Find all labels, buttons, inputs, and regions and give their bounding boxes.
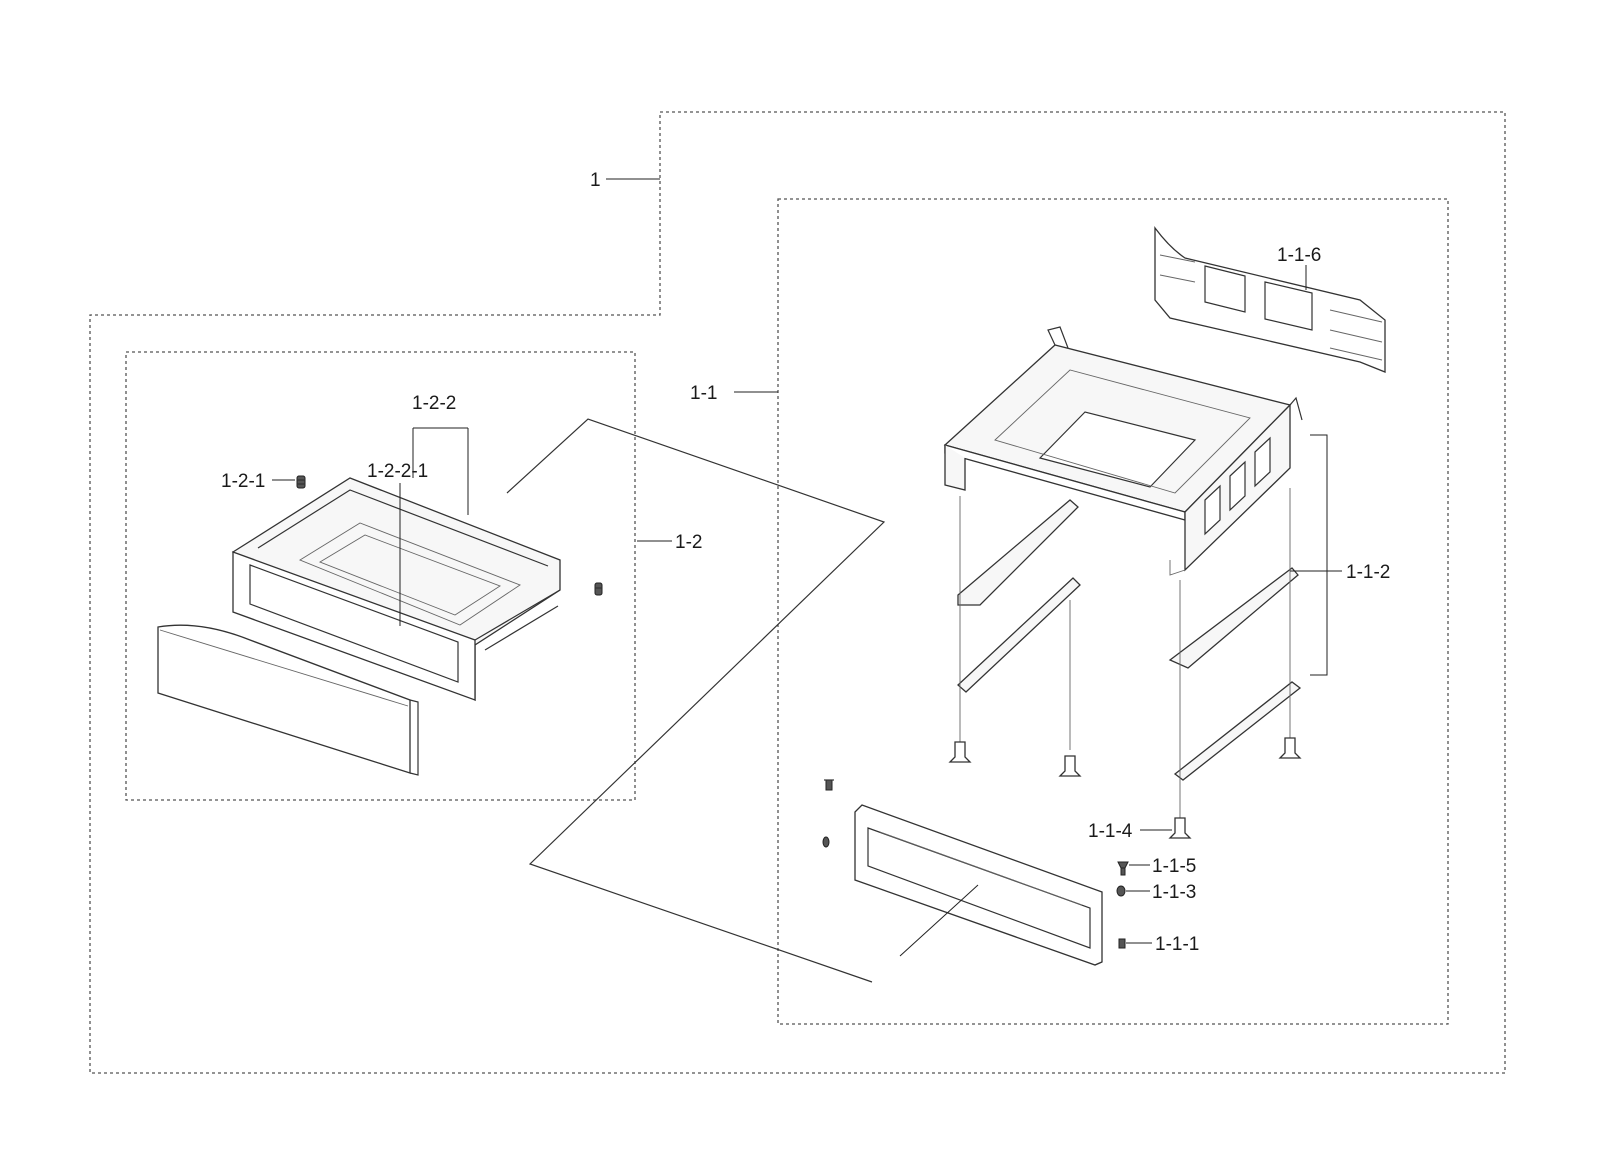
drawer-front-panel-top	[159, 629, 409, 707]
leg-1	[948, 741, 972, 763]
drawer-body-floor	[299, 522, 521, 626]
small-hardware	[822, 779, 1129, 949]
rails-1-1-2	[957, 488, 1302, 820]
callout-1-2: 1-2	[675, 532, 702, 553]
left-rail-bracket	[957, 499, 1079, 606]
assembly-1-2-boundary	[125, 351, 636, 801]
clip-1-1-3	[1116, 885, 1126, 897]
oven-body-frame	[943, 326, 1303, 576]
callout-1-1-2: 1-1-2	[1346, 562, 1390, 583]
callout-1-1-4: 1-1-4	[1088, 821, 1133, 842]
frame-right-openings	[1204, 436, 1271, 536]
screw-1-1-5	[1117, 861, 1129, 876]
leader-1-2-2	[412, 427, 469, 515]
rear-panel-1-1-6	[1154, 226, 1386, 373]
frame-front-edge	[1169, 560, 1186, 576]
screw-1-2-1	[296, 475, 306, 489]
frame-top-inner	[994, 369, 1251, 494]
rear-panel-vent-left	[1204, 265, 1246, 313]
callout-1-2-2: 1-2-2	[412, 393, 456, 414]
leg-3	[1278, 737, 1302, 759]
drawer-front-panel-edge	[409, 699, 419, 776]
leg-2	[1058, 755, 1082, 777]
callout-1-1-6: 1-1-6	[1277, 245, 1321, 266]
assembly-connection-outline	[506, 418, 886, 983]
screw-b	[822, 836, 830, 848]
drawer-body-front-window	[249, 564, 459, 683]
left-rail-bar	[957, 577, 1081, 693]
callout-1-2-2-1: 1-2-2-1	[367, 461, 428, 482]
drawer-assembly	[157, 475, 603, 776]
rear-panel-vent-right	[1264, 281, 1313, 331]
drawer-body-back-wall	[257, 489, 549, 567]
drawer-slide-rail	[474, 589, 561, 651]
frame-top-window	[1038, 411, 1197, 488]
drawer-body-floor-inner	[318, 534, 501, 616]
right-rail-bar	[1173, 681, 1302, 781]
frame-back-bracket	[1047, 326, 1303, 421]
callout-1: 1	[590, 170, 601, 191]
right-rail-bracket	[1168, 567, 1299, 669]
leader-door	[899, 884, 979, 957]
leader-1-1-2	[1290, 434, 1342, 676]
assembly-1-1-boundary	[777, 198, 1449, 1025]
frame-left-flange	[944, 445, 966, 491]
screw-a	[824, 779, 834, 791]
callout-1-2-1: 1-2-1	[221, 471, 265, 492]
callout-labels: 1 1-1 1-2 1-2-1 1-2-2 1-2-2-1 1-1-6 1-1-…	[221, 170, 1390, 955]
callout-1-1: 1-1	[690, 383, 717, 404]
drawer-clip	[594, 582, 603, 596]
leveling-legs	[948, 737, 1302, 839]
leg-1-1-4	[1168, 817, 1192, 839]
drawer-front-panel	[157, 624, 411, 774]
screw-1-1-1	[1118, 938, 1126, 949]
callout-1-1-3: 1-1-3	[1152, 882, 1196, 903]
leader-lines	[272, 178, 1342, 957]
front-door-frame	[854, 804, 1103, 966]
assembly-1-boundary	[89, 111, 1506, 1074]
callout-1-1-5: 1-1-5	[1152, 856, 1196, 877]
callout-1-1-1: 1-1-1	[1155, 934, 1199, 955]
